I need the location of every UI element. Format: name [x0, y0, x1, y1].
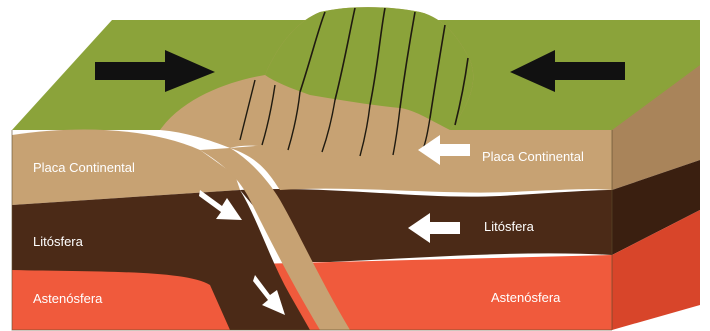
right-plate-label: Placa Continental — [482, 149, 584, 164]
left-asthenosphere-label: Astenósfera — [33, 291, 103, 306]
right-asthenosphere-label: Astenósfera — [491, 290, 561, 305]
right-lithosphere-label: Litósfera — [484, 219, 535, 234]
left-plate-label: Placa Continental — [33, 160, 135, 175]
left-lithosphere-label: Litósfera — [33, 234, 84, 249]
